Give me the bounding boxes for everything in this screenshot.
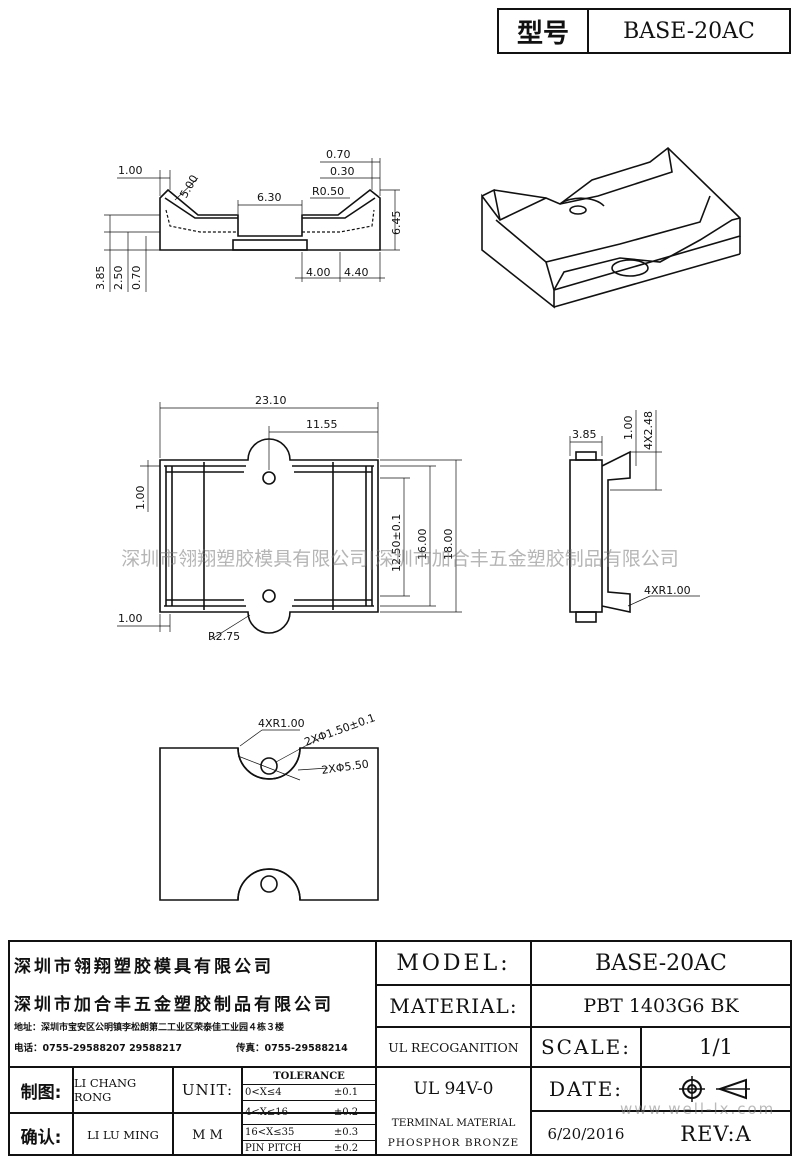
- tolerance-title: TOLERANCE: [273, 1070, 345, 1082]
- checked-by: LI LU MING: [87, 1128, 159, 1142]
- divider: [375, 940, 377, 1068]
- dim-text: 0.30: [330, 165, 355, 178]
- dim-text: 6.45: [390, 211, 403, 236]
- divider: [241, 1100, 375, 1101]
- header-box: 型号 BASE-20AC: [497, 8, 791, 54]
- technical-drawing: 1.00 5.00 6.30 0.70 0.30 R0.50 6.45 3.85…: [94, 146, 741, 901]
- divider: [241, 1084, 375, 1085]
- dim-text: 4X2.48: [642, 411, 655, 450]
- dim-text: 4.00: [306, 266, 331, 279]
- projection-symbol: [642, 1068, 790, 1110]
- unit-label: UNIT:: [181, 1081, 234, 1099]
- dim-text: R2.75: [208, 630, 240, 643]
- title-block: [8, 940, 792, 1156]
- terminal-label: TERMINAL MATERIAL: [391, 1117, 516, 1129]
- ul-value: UL 94V-0: [413, 1079, 494, 1099]
- divider: [375, 984, 792, 986]
- dim-text: 1.00: [118, 164, 143, 177]
- tolerance-value: ±0.3: [333, 1127, 359, 1138]
- tolerance-range: PIN PITCH: [245, 1143, 302, 1154]
- dim-text: R0.50: [312, 185, 344, 198]
- dim-text: 5.00: [177, 173, 201, 201]
- divider: [241, 1068, 243, 1156]
- divider: [375, 1068, 377, 1156]
- divider: [72, 1068, 74, 1156]
- side-view: [569, 410, 700, 623]
- scale-label: SCALE:: [540, 1035, 632, 1059]
- dim-text: 12.50±0.1: [390, 514, 403, 572]
- model-value: BASE-20AC: [595, 950, 727, 976]
- divider: [8, 1112, 375, 1114]
- dim-text: 1.00: [134, 486, 147, 511]
- dim-text: 3.85: [94, 266, 107, 291]
- dim-text: 2.50: [112, 266, 125, 291]
- company-tel: 电话：0755-29588207 29588217: [14, 1043, 182, 1054]
- rev-label: REV:A: [680, 1122, 752, 1146]
- ul-label: UL RECOGANITION: [388, 1039, 519, 1055]
- date-label: DATE:: [548, 1077, 624, 1101]
- check-label: 确认:: [20, 1127, 62, 1148]
- model-header: BASE-20AC: [623, 18, 755, 44]
- unit-value: M M: [192, 1127, 223, 1143]
- company-name-1: 深圳市翎翔塑胶模具有限公司: [14, 957, 274, 977]
- drawn-label: 制图:: [20, 1082, 62, 1103]
- dim-text: 0.70: [130, 266, 143, 291]
- site-watermark: www.well-lx.com: [620, 1100, 776, 1118]
- dim-text: 4XR1.00: [258, 717, 305, 730]
- dim-text: 0.70: [326, 148, 351, 161]
- dim-text: 1.00: [622, 416, 635, 441]
- divider: [640, 1026, 642, 1110]
- watermark: 深圳市翎翔塑胶模具有限公司|深圳市加合丰五金塑胶制品有限公司: [121, 548, 679, 570]
- company-name-2: 深圳市加合丰五金塑胶制品有限公司: [14, 995, 334, 1015]
- company-fax: 传真：0755-29588214: [236, 1043, 348, 1054]
- projection-icon: [679, 1076, 750, 1102]
- drawn-by: LI CHANG RONG: [74, 1076, 137, 1104]
- terminal-material: PHOSPHOR BRONZE: [387, 1137, 520, 1149]
- dim-text: 18.00: [442, 529, 455, 561]
- bottom-view: [159, 729, 379, 901]
- tolerance-range: 16<X≤35: [245, 1127, 295, 1138]
- dim-text: 3.85: [572, 428, 597, 441]
- type-label: 型号: [499, 10, 589, 52]
- material-label: MATERIAL:: [389, 994, 518, 1018]
- model-label: MODEL:: [396, 950, 511, 976]
- material-value: PBT 1403G6 BK: [583, 995, 739, 1017]
- divider: [530, 1110, 792, 1112]
- dim-text: 11.55: [306, 418, 338, 431]
- dim-text: 6.30: [257, 191, 282, 204]
- dim-text: 1.00: [118, 612, 143, 625]
- divider: [241, 1124, 375, 1125]
- divider: [172, 1068, 174, 1156]
- divider: [530, 940, 532, 1156]
- divider: [375, 1026, 792, 1028]
- tolerance-value: ±0.1: [333, 1087, 359, 1098]
- isometric-view: [481, 146, 741, 309]
- company-address: 地址：深圳市宝安区公明镇李松朗第二工业区荣泰佳工业园４栋３楼: [14, 1023, 285, 1033]
- tolerance-value: ±0.2: [333, 1107, 359, 1118]
- divider: [8, 1066, 792, 1068]
- front-view: [104, 158, 400, 292]
- dim-text: 23.10: [255, 394, 287, 407]
- scale-value: 1/1: [699, 1035, 733, 1059]
- date-value: 6/20/2016: [547, 1125, 625, 1143]
- tolerance-range: 4<X≤16: [245, 1107, 288, 1118]
- dim-text: 4.40: [344, 266, 369, 279]
- top-view: [117, 402, 462, 641]
- dim-text: 2XΦ5.50: [321, 757, 370, 777]
- dim-text: 4XR1.00: [644, 584, 691, 597]
- tolerance-range: 0<X≤4: [245, 1087, 282, 1098]
- tolerance-value: ±0.2: [333, 1143, 359, 1154]
- dim-text: 16.00: [416, 529, 429, 561]
- divider: [241, 1140, 375, 1141]
- dim-text: 2XΦ1.50±0.1: [303, 711, 377, 749]
